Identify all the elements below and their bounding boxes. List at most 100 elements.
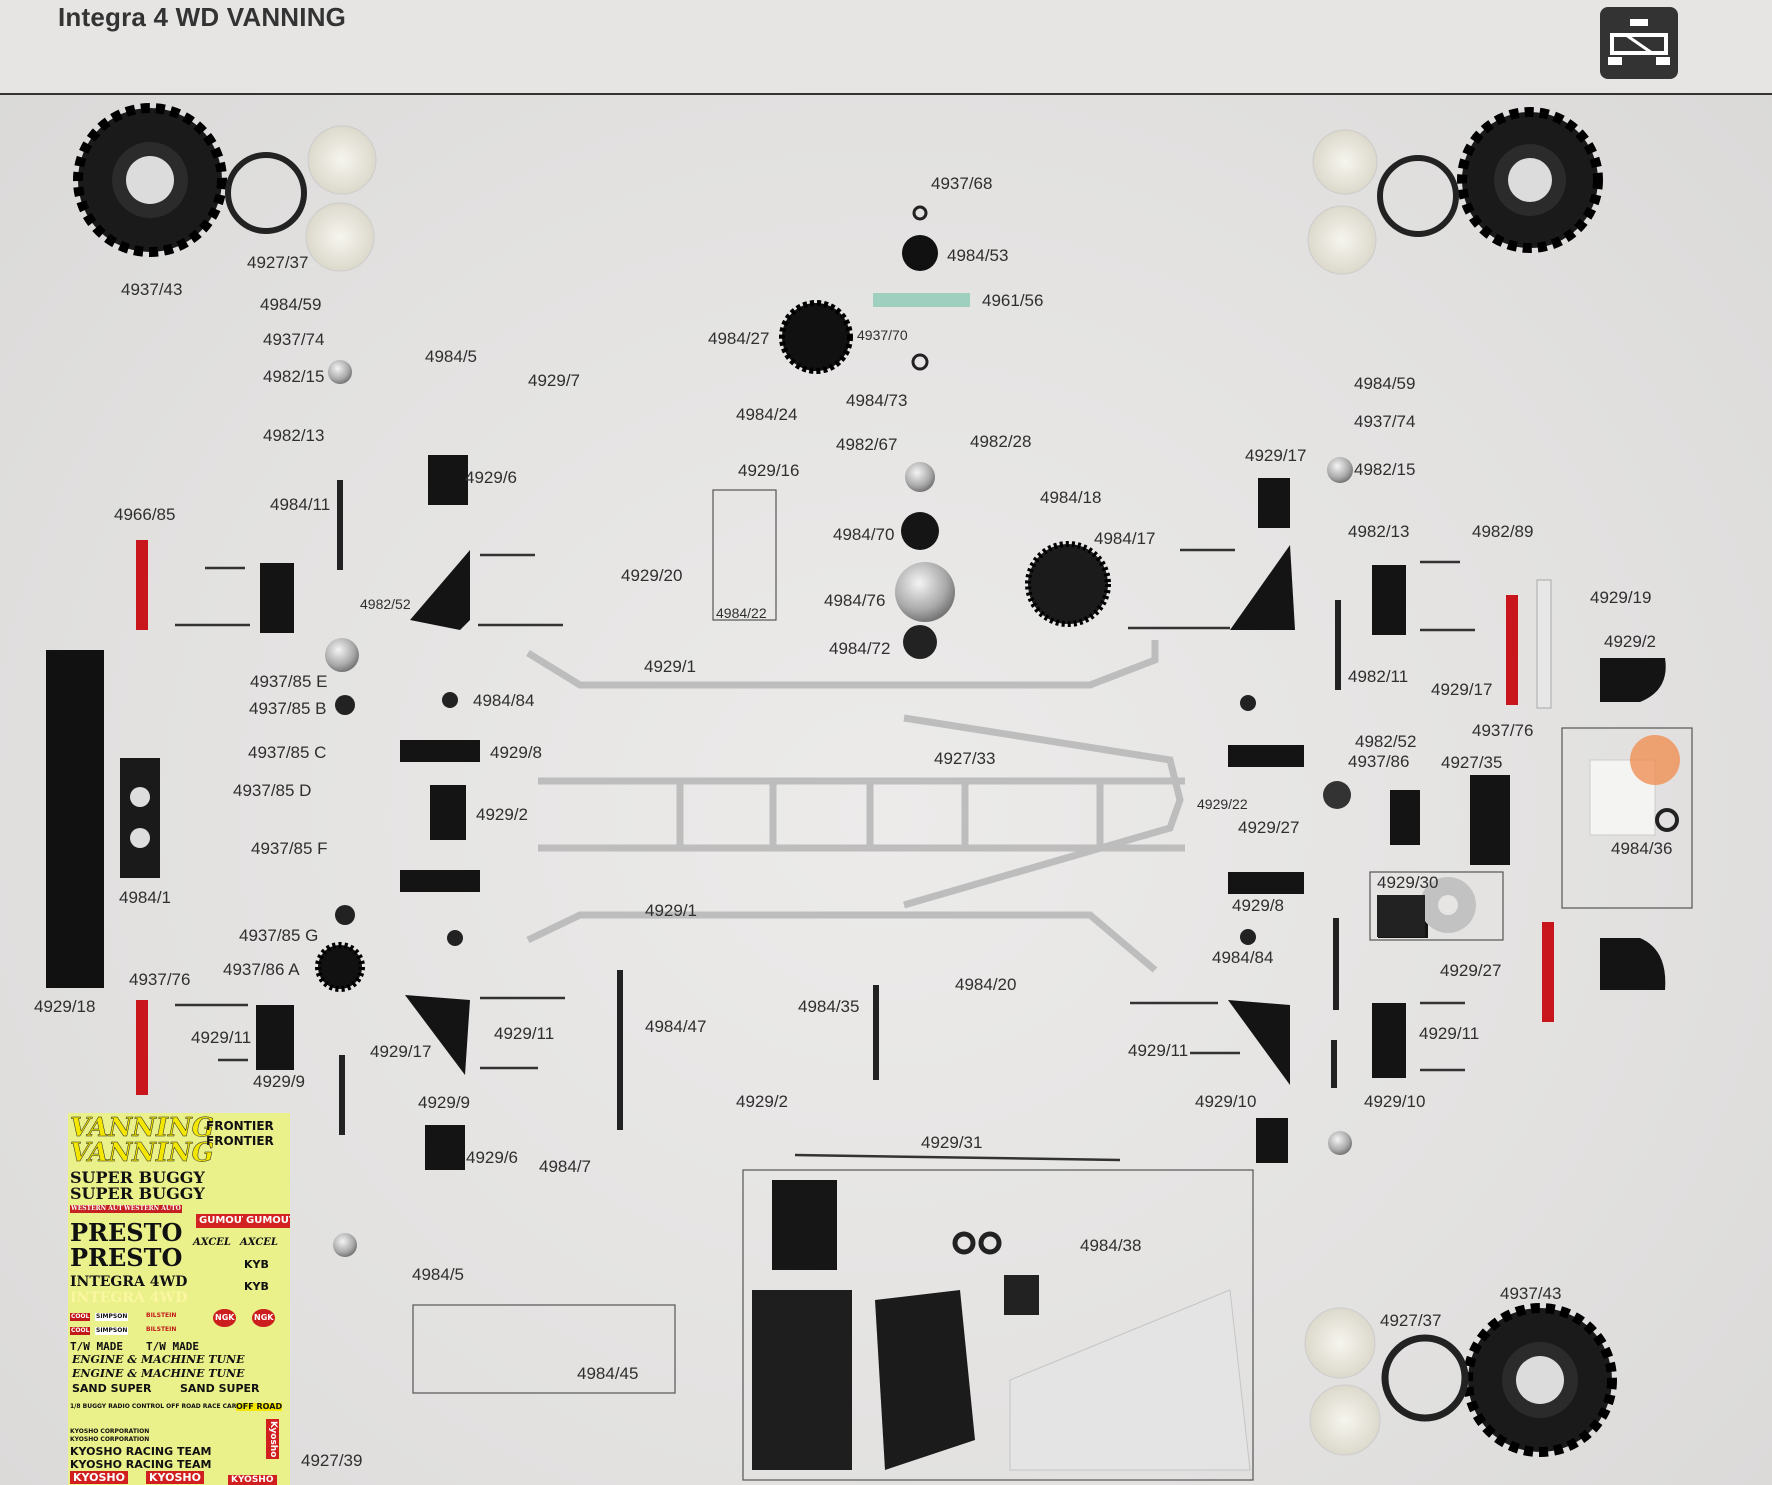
wheel-rims-icon — [305, 125, 1381, 1456]
part-label: 4982/15 — [1354, 460, 1416, 479]
decal-text: INTEGRA 4WD — [70, 1290, 188, 1306]
part-label: 4984/24 — [736, 405, 798, 424]
part-label: 4929/10 — [1195, 1092, 1257, 1111]
part-label: 4929/16 — [738, 461, 800, 480]
part-label: 4927/37 — [1380, 1311, 1442, 1330]
part-label: 4966/85 — [114, 505, 176, 524]
part-label: 4982/28 — [970, 432, 1032, 451]
decal-text: ENGINE & MACHINE TUNE — [72, 1367, 245, 1380]
part-label: 4929/19 — [1590, 588, 1652, 607]
part-label: 4984/59 — [260, 295, 322, 314]
part-label: 4984/20 — [955, 975, 1017, 994]
part-label: 4984/70 — [833, 525, 895, 544]
decal-sheet: VANNING VANNING FRONTIER FRONTIER SUPER … — [68, 1113, 290, 1485]
part-label: 4984/53 — [947, 246, 1009, 265]
part-label: 4982/67 — [836, 435, 898, 454]
part-label: 4927/37 — [247, 253, 309, 272]
part-label: 4929/9 — [418, 1093, 470, 1112]
part-label: 4929/1 — [645, 901, 697, 920]
buggy-icon — [1600, 7, 1678, 79]
part-label: 4984/17 — [1094, 529, 1156, 548]
part-label: 4929/8 — [1232, 896, 1284, 915]
part-label: 4937/86 — [1348, 752, 1410, 771]
part-label: 4984/72 — [829, 639, 891, 658]
decal-text: WESTERN AUTO — [70, 1205, 129, 1213]
decal-text: KYB — [244, 1280, 269, 1293]
decal-text: Kyosho — [266, 1419, 279, 1460]
decal-text: SAND SUPER — [72, 1382, 152, 1395]
decal-text: SIMPSON — [95, 1313, 129, 1321]
decal-text: PRESTO — [70, 1243, 183, 1272]
part-label: 4929/20 — [621, 566, 683, 585]
part-label: 4927/35 — [1441, 753, 1503, 772]
part-label: 4984/76 — [824, 591, 886, 610]
part-label: 4929/6 — [466, 1148, 518, 1167]
part-label: 4929/8 — [490, 743, 542, 762]
part-label: 4929/1 — [644, 657, 696, 676]
part-label: 4982/13 — [263, 426, 325, 445]
part-label: 4929/27 — [1440, 961, 1502, 980]
part-label: 4937/85 F — [251, 839, 328, 858]
front-bumper — [46, 650, 104, 988]
decal-text: BILSTEIN — [146, 1326, 177, 1333]
decal-text: AXCEL — [240, 1237, 278, 1248]
part-label: 4984/73 — [846, 391, 908, 410]
decal-text: VANNING — [70, 1113, 215, 1143]
chassis-frame — [526, 640, 1185, 973]
part-label: 4929/9 — [253, 1072, 305, 1091]
part-label: 4984/38 — [1080, 1236, 1142, 1255]
decal-text: KYB — [244, 1258, 269, 1271]
decal-text: NGK — [252, 1309, 276, 1327]
decal-text: INTEGRA 4WD — [70, 1274, 188, 1290]
part-label: 4982/15 — [263, 367, 325, 386]
part-label: 4984/1 — [119, 888, 171, 907]
tire-insert-icon — [225, 152, 307, 234]
part-label: 4984/36 — [1611, 839, 1673, 858]
decal-text: BILSTEIN — [146, 1312, 177, 1319]
decal-text: KYOSHO CORPORATION — [70, 1428, 150, 1435]
part-label: 4929/11 — [494, 1024, 555, 1043]
part-label: 4937/43 — [1500, 1284, 1562, 1303]
rear-right-tire — [1463, 1303, 1617, 1457]
part-label: 4929/22 — [1197, 796, 1248, 812]
decal-text: GUMOUT — [243, 1214, 290, 1228]
decal-text: KYOSHO CORPORATION — [70, 1436, 150, 1443]
decal-text: T/W MADE — [146, 1340, 199, 1353]
decal-text: COOL — [70, 1327, 91, 1335]
part-label: 4984/84 — [473, 691, 535, 710]
part-label: 4929/2 — [1604, 632, 1656, 651]
part-label: 4984/27 — [708, 329, 770, 348]
decal-text: FRONTIER — [206, 1134, 274, 1148]
part-label: 4937/74 — [263, 330, 325, 349]
front-left-tire — [73, 103, 227, 257]
part-label: 4929/11 — [191, 1028, 252, 1047]
page-header: Integra 4 WD VANNING — [0, 0, 1772, 95]
front-right-tire — [1457, 107, 1603, 253]
part-label: 4984/45 — [577, 1364, 639, 1383]
decal-text: KYOSHO RACING TEAM — [70, 1458, 212, 1471]
decal-text: VANNING — [70, 1138, 215, 1168]
part-label: 4929/2 — [736, 1092, 788, 1111]
tire-insert-icon — [1381, 1334, 1469, 1422]
part-label: 4982/52 — [360, 596, 411, 612]
part-label: 4929/6 — [465, 468, 517, 487]
decal-text: SAND SUPER — [180, 1382, 260, 1395]
part-label: 4937/85 D — [233, 781, 312, 800]
part-label: 4961/56 — [982, 291, 1044, 310]
part-label: 4929/7 — [528, 371, 580, 390]
part-label: 4937/85 B — [249, 699, 327, 718]
decal-text: KYOSHO — [70, 1471, 128, 1484]
part-label: 4937/85 C — [248, 743, 327, 762]
part-label: 4984/5 — [412, 1265, 464, 1284]
part-label: 4984/84 — [1212, 948, 1274, 967]
decal-text: COOL — [70, 1313, 91, 1321]
part-label: 4982/89 — [1472, 522, 1534, 541]
part-label: 4927/33 — [934, 749, 996, 768]
bumper-plate — [120, 758, 160, 878]
shock-absorbers-icon — [136, 540, 1554, 1095]
decal-text: AXCEL — [193, 1237, 231, 1248]
part-label: 4937/68 — [931, 174, 993, 193]
part-label: 4929/17 — [1431, 680, 1493, 699]
part-label: 4937/86 A — [223, 960, 300, 979]
